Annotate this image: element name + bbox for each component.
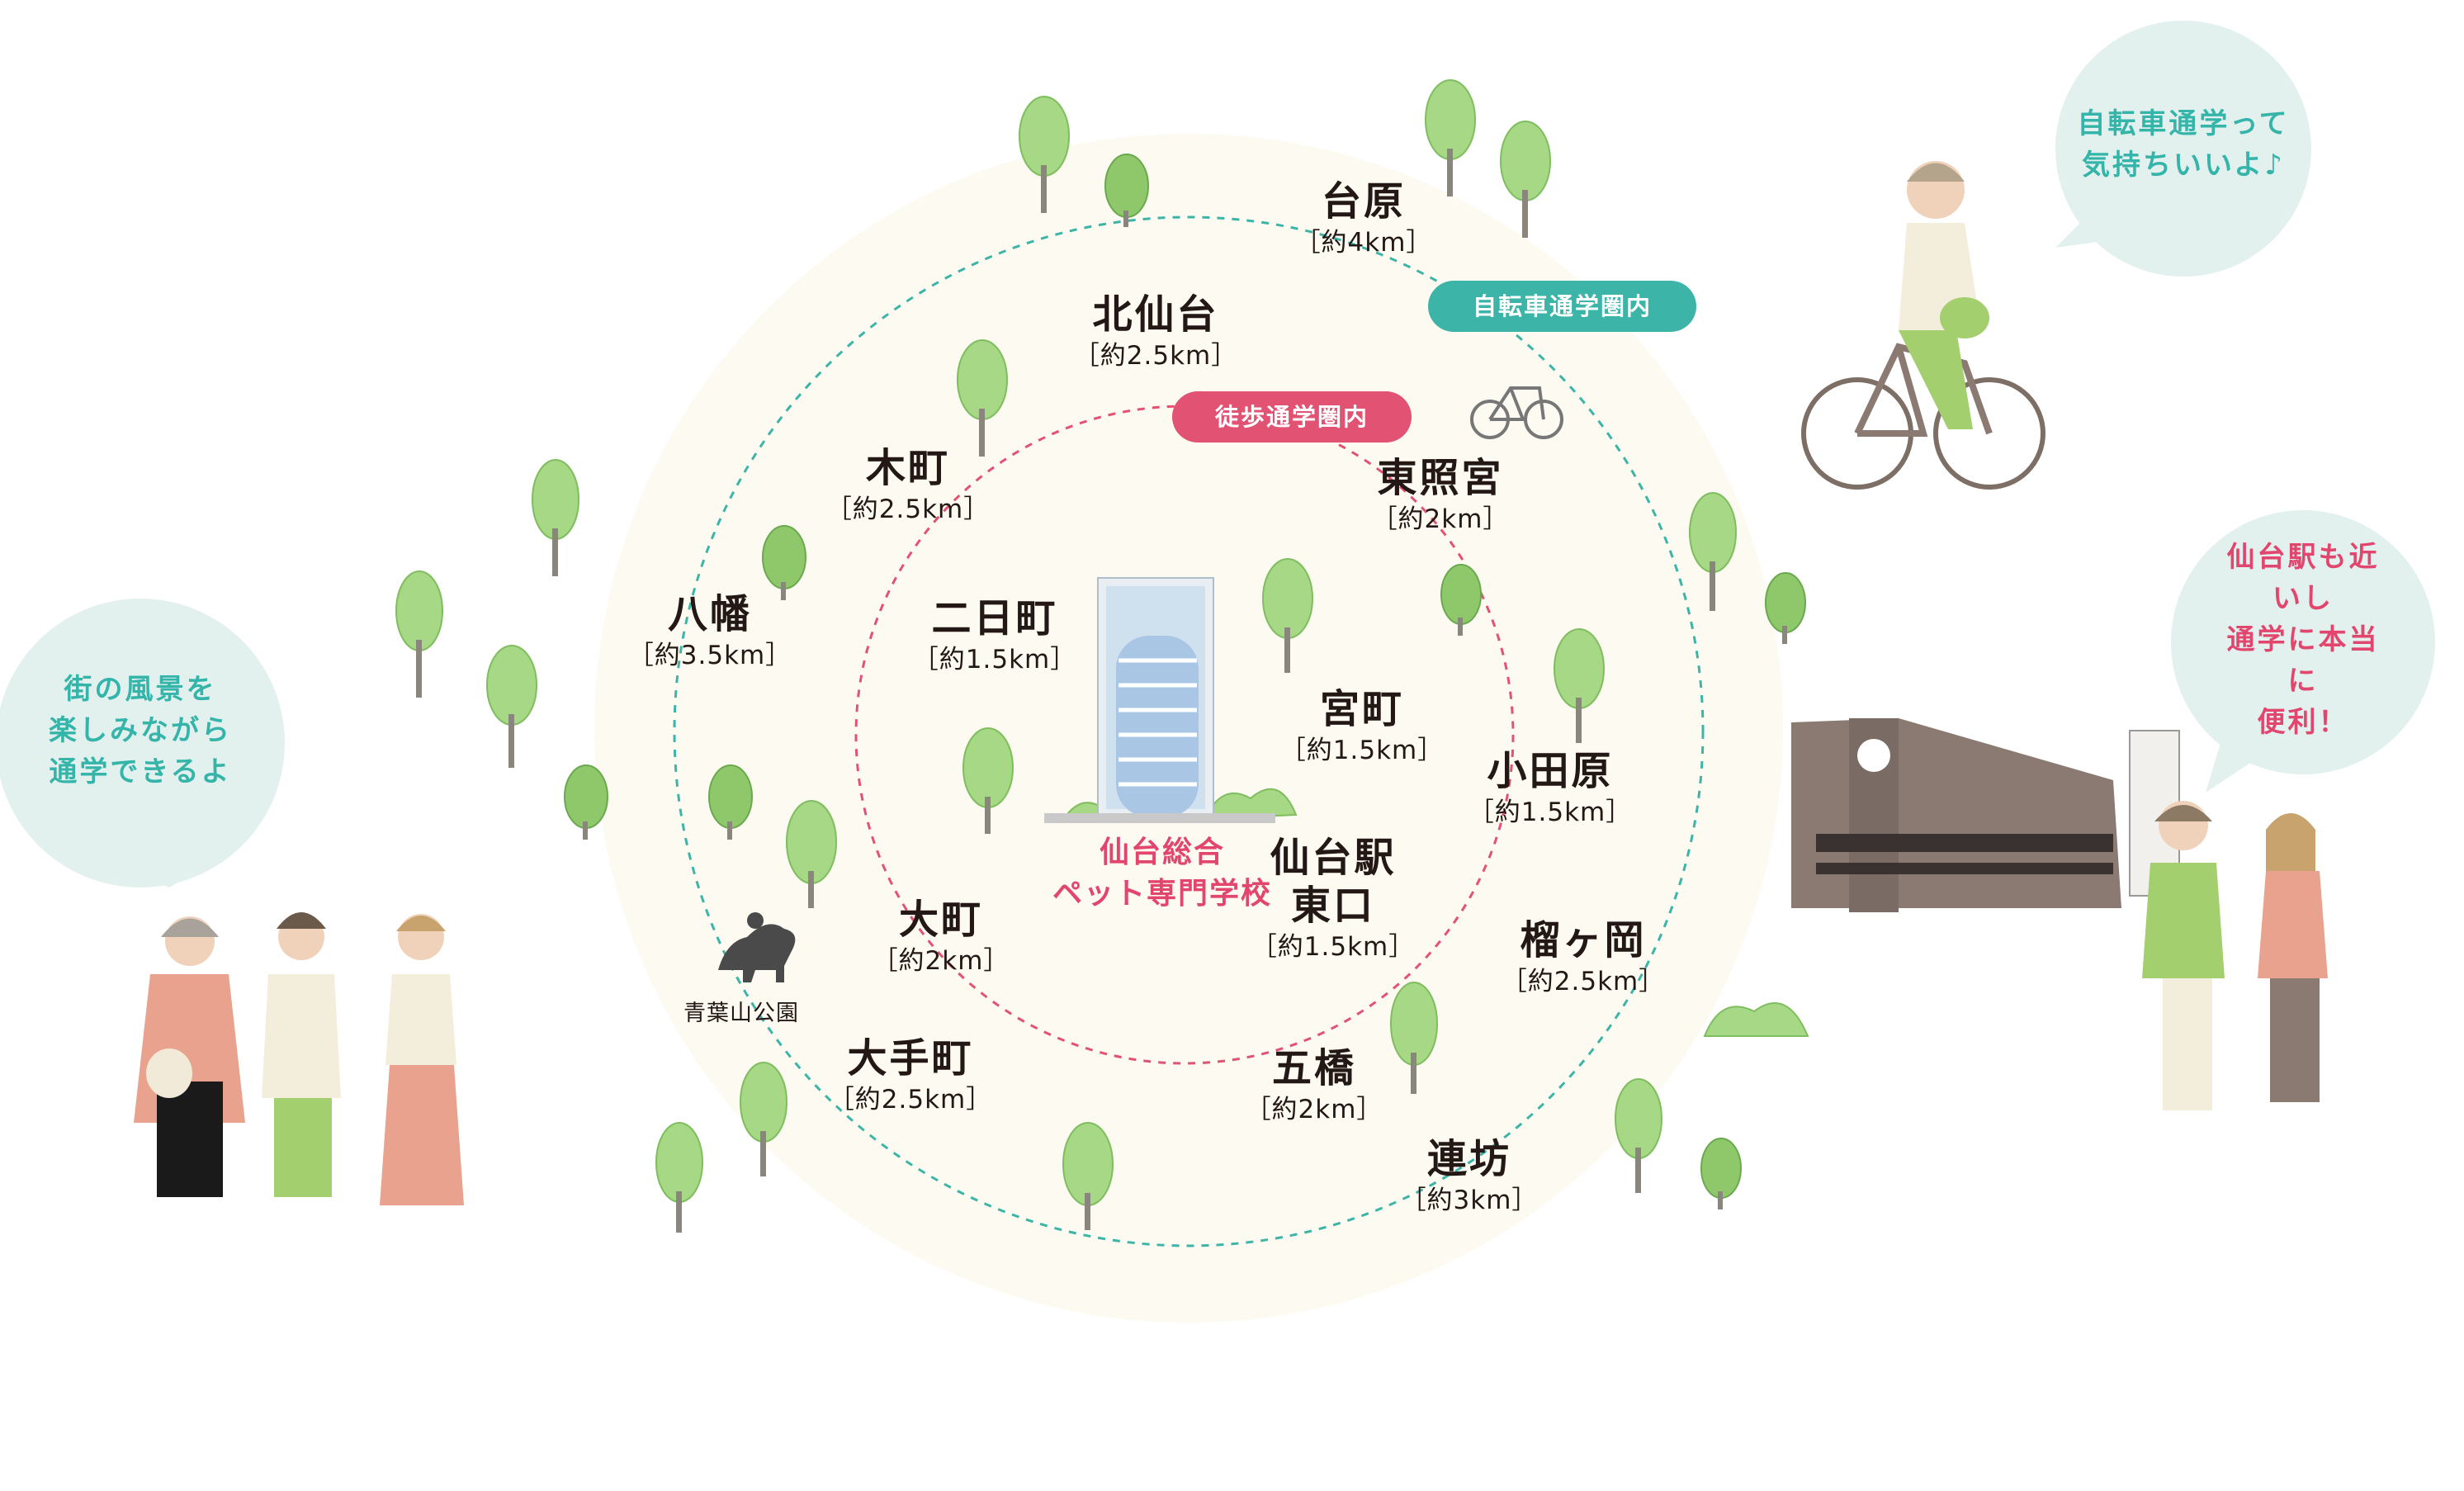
bicycle-icon xyxy=(1470,386,1563,439)
tree-icon xyxy=(395,570,443,698)
tree-icon xyxy=(1062,1122,1114,1230)
tree-icon xyxy=(1689,492,1737,611)
student-4 xyxy=(2142,801,2225,1110)
speech-bubble-station: 仙台駅も近いし 通学に本当に 便利！ xyxy=(2226,541,2380,739)
student-3 xyxy=(380,914,464,1205)
tree-icon xyxy=(1425,79,1476,196)
speech-bubble-station-shape xyxy=(2171,510,2435,793)
school-name-label: 仙台総合 ペット専門学校 xyxy=(1052,835,1273,911)
tree-icon xyxy=(532,459,579,576)
tree-icon xyxy=(1390,982,1438,1094)
student-2 xyxy=(262,912,341,1197)
tree-icon xyxy=(1440,564,1482,636)
tree-icon xyxy=(1262,558,1313,673)
tree-icon xyxy=(1615,1078,1662,1193)
tree-icon xyxy=(1554,628,1605,743)
tree-icon xyxy=(1500,121,1551,238)
cyclist-illustration xyxy=(1801,161,2045,490)
walk-zone-label: 徒歩通学圏内 xyxy=(1172,391,1412,443)
place-label-itsutsubashi: 五橋［約2km］ xyxy=(1245,1045,1383,1124)
place-label-miyamachi: 宮町［約1.5km］ xyxy=(1279,686,1445,765)
place-label-renbo: 連坊［約3km］ xyxy=(1400,1136,1539,1215)
place-label-otemachi: 大手町［約2.5km］ xyxy=(828,1035,993,1115)
tree-icon xyxy=(564,764,608,840)
student-1 xyxy=(134,916,245,1197)
school-building-icon xyxy=(1044,577,1275,823)
bush-icon xyxy=(1204,788,1298,821)
speech-bubble-left-shape xyxy=(0,599,285,888)
tree-icon xyxy=(1104,154,1149,227)
bike-zone-label: 自転車通学圏内 xyxy=(1428,281,1696,332)
place-label-toshogu: 東照宮［約2km］ xyxy=(1371,455,1510,534)
tree-icon xyxy=(1700,1138,1742,1209)
sendai-station-illustration xyxy=(1791,718,2180,912)
tree-icon xyxy=(486,645,537,768)
student-5 xyxy=(2258,813,2328,1102)
place-label-kitasendai: 北仙台［約2.5km］ xyxy=(1073,291,1238,371)
tree-icon xyxy=(740,1062,787,1176)
speech-bubble-left: 街の風景を 楽しみながら 通学できるよ xyxy=(49,673,232,788)
place-label-sendai-station-east: 仙台駅 東口［約1.5km］ xyxy=(1251,835,1416,962)
tree-icon xyxy=(962,727,1014,834)
samurai-statue-icon xyxy=(718,912,796,982)
place-label-tsutsujigaoka: 榴ヶ岡［約2.5km］ xyxy=(1501,917,1666,996)
place-label-futsukamachi: 二日町［約1.5km］ xyxy=(912,595,1077,674)
tree-icon xyxy=(957,339,1008,457)
speech-bubble-bike-shape xyxy=(2055,21,2311,277)
tree-icon xyxy=(786,800,837,908)
walking-students-illustration xyxy=(134,912,464,1205)
place-label-kimachi: 木町［約2.5km］ xyxy=(825,445,991,524)
tree-icon xyxy=(1765,572,1806,644)
tree-icon xyxy=(762,525,806,600)
place-label-hachiman: 八幡［約3.5km］ xyxy=(627,591,792,670)
tree-icon xyxy=(1019,96,1070,213)
place-label-daibara: 台原［約4km］ xyxy=(1294,178,1433,258)
station-students-illustration xyxy=(2142,801,2328,1110)
bush-icon xyxy=(1703,1002,1809,1037)
speech-bubble-bike: 自転車通学って 気持ちいいよ♪ xyxy=(2077,107,2290,182)
place-label-odawara: 小田原［約1.5km］ xyxy=(1468,748,1633,827)
place-label-omachi: 大町［約2km］ xyxy=(872,897,1010,976)
tree-icon xyxy=(655,1122,703,1233)
park-label: 青葉山公園 xyxy=(683,1001,799,1026)
bike-zone-ring xyxy=(673,215,1705,1247)
tree-icon xyxy=(708,764,753,840)
